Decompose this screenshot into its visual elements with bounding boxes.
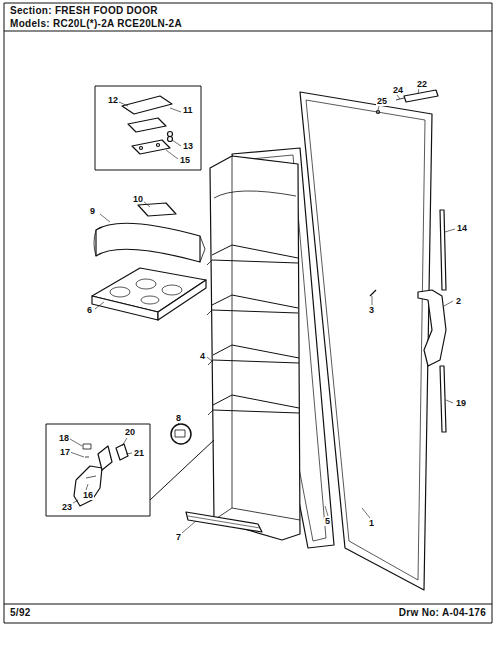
callout-number: 18 xyxy=(58,434,70,443)
section-title: Section: FRESH FOOD DOOR xyxy=(10,6,158,16)
callout-number: 23 xyxy=(61,503,73,512)
callout-number: 7 xyxy=(175,533,182,542)
callout-number: 6 xyxy=(86,306,93,315)
callout-number: 21 xyxy=(133,449,145,458)
callout-number: 3 xyxy=(368,306,375,315)
revision-date: 5/92 xyxy=(10,608,31,618)
drawing-number: Drw No: A-04-176 xyxy=(399,608,486,618)
callout-number: 8 xyxy=(175,414,182,423)
callout-number: 22 xyxy=(416,80,428,89)
callout-number: 2 xyxy=(455,297,462,306)
callout-number: 1 xyxy=(368,519,375,528)
callout-number: 9 xyxy=(89,207,96,216)
callout-number: 20 xyxy=(124,428,136,437)
callout-number: 16 xyxy=(82,491,94,500)
callout-number: 19 xyxy=(455,399,467,408)
callout-number: 12 xyxy=(107,96,119,105)
callout-number: 4 xyxy=(199,352,206,361)
callout-number: 5 xyxy=(324,517,331,526)
model-list: Models: RC20L(*)-2A RCE20LN-2A xyxy=(10,19,182,29)
callout-number: 25 xyxy=(376,97,388,106)
callout-number: 24 xyxy=(392,86,404,95)
callout-number: 15 xyxy=(179,156,191,165)
callout-number: 13 xyxy=(182,142,194,151)
callout-number: 14 xyxy=(456,224,468,233)
callout-number: 10 xyxy=(132,195,144,204)
callout-number: 11 xyxy=(182,106,194,115)
callout-number: 17 xyxy=(59,448,71,457)
